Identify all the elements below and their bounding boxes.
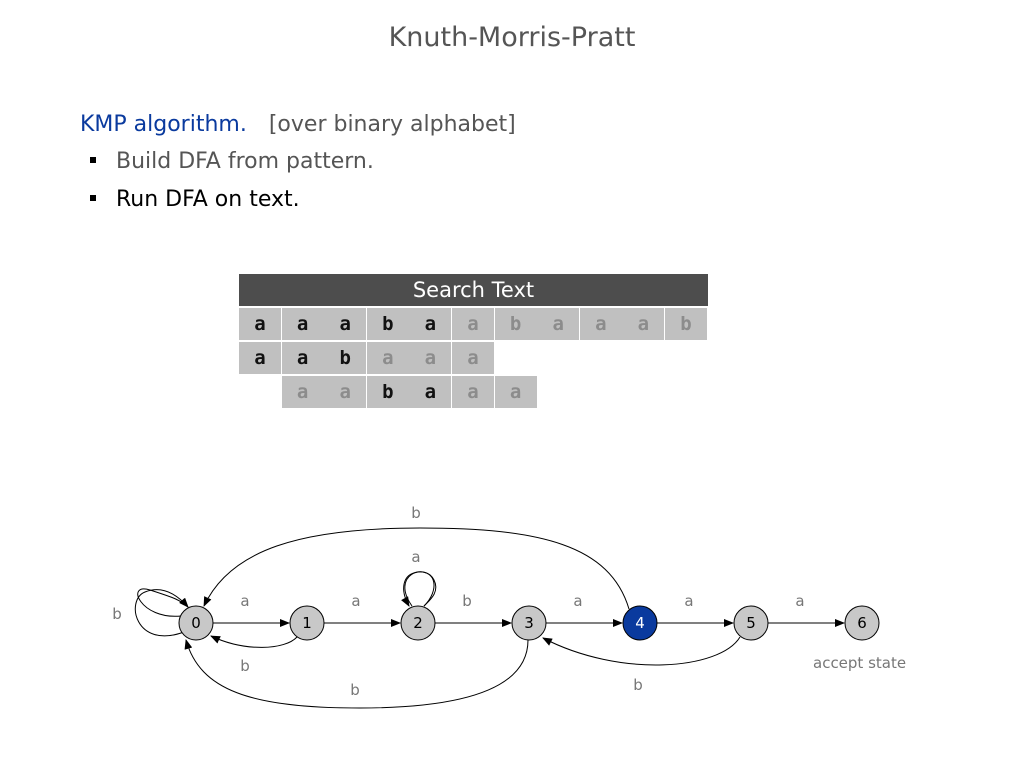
bullet-icon <box>90 195 96 201</box>
label-edge-5-3: b <box>633 676 643 694</box>
label-edge-5-6: a <box>795 592 804 610</box>
label-edge-4-0: b <box>411 504 421 522</box>
accept-state-label: accept state <box>813 654 907 672</box>
label-edge-0-1: a <box>240 592 249 610</box>
slide-title: Knuth-Morris-Pratt <box>388 22 636 53</box>
edge-3-0 <box>184 639 529 709</box>
state-label-5: 5 <box>746 614 756 632</box>
shifted-pattern-cell: a <box>452 376 495 408</box>
alphabet-note: [over binary alphabet] <box>268 112 516 137</box>
label-edge-3-4: a <box>573 592 582 610</box>
state-label-1: 1 <box>302 614 312 632</box>
label-self-0: b <box>112 605 122 623</box>
shifted-pattern-cell: a <box>409 376 453 408</box>
bullet-icon <box>90 157 96 163</box>
state-label-2: 2 <box>413 614 423 632</box>
state-node-6 <box>844 605 880 641</box>
text-cell: b <box>494 308 538 340</box>
label-edge-3-0: b <box>350 681 360 699</box>
text-cell: a <box>281 308 325 340</box>
text-cell: a <box>452 308 495 340</box>
text-cell: a <box>579 308 623 340</box>
state-label-6: 6 <box>857 614 867 632</box>
shifted-pattern-cell: a <box>324 376 368 408</box>
edge-self-2 <box>401 571 435 607</box>
pattern-cell: a <box>281 342 325 374</box>
shifted-pattern-cell: a <box>494 376 538 408</box>
kmp-label: KMP algorithm. <box>80 112 247 137</box>
text-cell: a <box>409 308 453 340</box>
state-node-5 <box>733 605 769 641</box>
pattern-cell: a <box>366 342 410 374</box>
text-cell: a <box>537 308 581 340</box>
edge-self-0 <box>134 589 189 637</box>
text-cell: b <box>366 308 410 340</box>
bullet-build-dfa: Build DFA from pattern. <box>90 149 374 174</box>
pattern-cell: a <box>239 342 282 374</box>
kmp-heading: KMP algorithm. [over binary alphabet] <box>80 112 516 137</box>
state-label-3: 3 <box>524 614 534 632</box>
state-label-0: 0 <box>191 614 201 632</box>
text-cell: a <box>239 308 282 340</box>
shifted-pattern-cell: b <box>366 376 410 408</box>
label-edge-2-3: b <box>462 592 472 610</box>
state-node-0 <box>178 605 214 641</box>
label-edge-1-2: a <box>351 592 360 610</box>
edge-1-0 <box>210 635 298 648</box>
shifted-pattern-cell: a <box>281 376 325 408</box>
edge-5-3 <box>542 636 741 666</box>
bullet-text: Run DFA on text. <box>116 187 300 212</box>
label-edge-1-0: b <box>240 657 250 675</box>
bullet-text: Build DFA from pattern. <box>116 149 374 174</box>
text-cell: b <box>665 308 708 340</box>
state-node-2 <box>400 605 436 641</box>
bullet-run-dfa: Run DFA on text. <box>90 187 300 212</box>
search-text-header: Search Text <box>239 274 708 306</box>
state-label-4: 4 <box>635 614 645 632</box>
edge-self-2-a <box>404 571 437 607</box>
pattern-cell: b <box>324 342 368 374</box>
pattern-cell: a <box>452 342 495 374</box>
pattern-cell: a <box>409 342 453 374</box>
text-cell: a <box>622 308 666 340</box>
text-cell: a <box>324 308 368 340</box>
state-node-4 <box>622 605 658 641</box>
edge-self-0-top <box>137 588 189 617</box>
label-self-2: a <box>411 548 420 566</box>
label-edge-4-5: a <box>684 592 693 610</box>
state-node-3 <box>511 605 547 641</box>
state-node-1 <box>289 605 325 641</box>
edge-4-0 <box>203 527 630 610</box>
